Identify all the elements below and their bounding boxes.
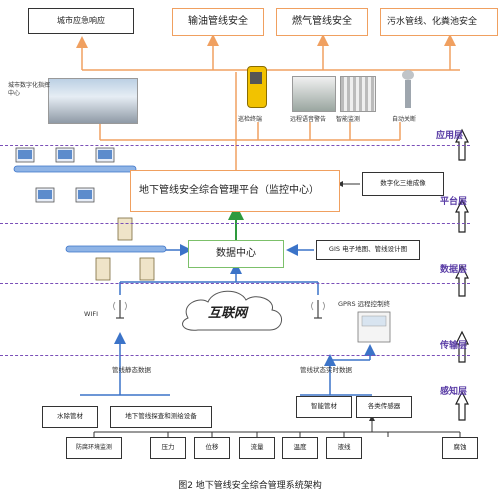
data-center-box: 数据中心	[188, 240, 284, 268]
smart-pipe-box: 智能管材	[296, 396, 352, 418]
3d-imaging-box: 数字化三维成像	[362, 172, 444, 196]
detection-device-box: 地下管线探查和测绘设备	[110, 406, 212, 428]
internet-label: 互联网	[208, 306, 248, 321]
static-data-label: 管线静态数据	[112, 366, 151, 374]
app-item-label: 远程语音警告	[290, 116, 327, 123]
gprs-terminal-label: GPRS 远程控制终	[338, 300, 391, 308]
app-item-label: 智能监测	[336, 116, 361, 123]
sensor-type-box: 压力	[150, 437, 186, 459]
layer-label-sensing: 感知层	[440, 387, 468, 397]
layer-label-platform: 平台层	[440, 197, 468, 207]
sewage-pipeline-box: 污水管线、化粪池安全	[380, 8, 498, 36]
layer-label-data: 数据层	[440, 265, 468, 275]
emergency-response-box: 城市应急响应	[28, 8, 134, 34]
command-center-photo	[48, 78, 138, 124]
layer-label-application: 应用层	[436, 131, 464, 141]
gis-map-box: GIS 电子地图、管线设计图	[316, 240, 420, 260]
layer-separator	[0, 223, 470, 224]
sensor-type-box: 防腐环境监测	[66, 437, 122, 459]
sensor-type-box: 温度	[282, 437, 318, 459]
sensor-type-box: 位移	[194, 437, 230, 459]
patrol-terminal-image	[243, 64, 269, 110]
command-center-label: 城市数字化指挥中心	[8, 82, 51, 97]
layer-label-transport: 传输层	[440, 341, 468, 351]
sensor-type-box: 腐蚀	[442, 437, 478, 459]
smart-monitoring-photo	[340, 76, 376, 112]
sensor-type-box: 流量	[239, 437, 275, 459]
app-item-label: 自动关断	[392, 116, 417, 123]
sensor-type-box: 液线	[326, 437, 362, 459]
auto-shutoff-image	[396, 68, 420, 110]
wifi-label: WIFI	[84, 310, 98, 318]
platform-main-box: 地下管线安全综合管理平台（监控中心）	[130, 170, 340, 212]
gas-pipeline-box: 燃气管线安全	[276, 8, 368, 36]
layer-separator	[0, 283, 470, 284]
layer-separator	[0, 355, 470, 356]
water-pipe-box: 水除管材	[42, 406, 98, 428]
app-item-label: 巡检终端	[238, 116, 263, 123]
realtime-data-label: 管线状态实时数据	[300, 366, 352, 374]
oil-pipeline-box: 输油管线安全	[172, 8, 264, 36]
figure-caption: 图2 地下管线安全综合管理系统架构	[178, 481, 322, 491]
remote-voice-warning-photo	[292, 76, 336, 112]
layer-separator	[0, 145, 470, 146]
sensors-box: 各类传感器	[356, 396, 412, 418]
